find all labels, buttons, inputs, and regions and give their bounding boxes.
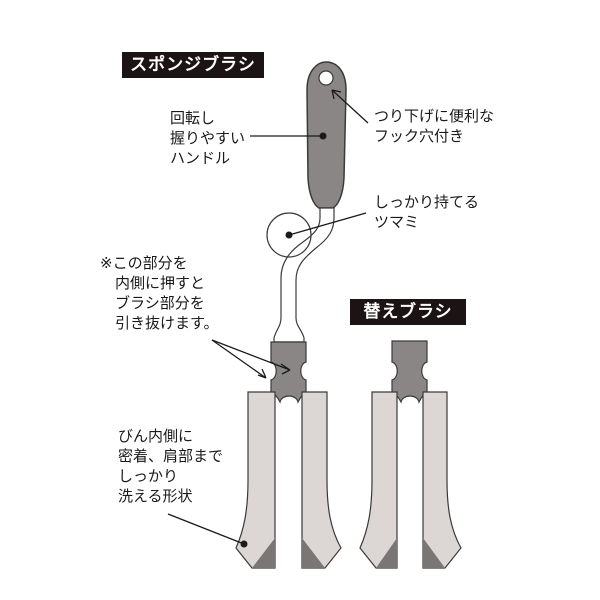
note-rotating-handle: 回転し 握りやすい ハンドル — [170, 109, 246, 167]
grip-knob — [266, 212, 312, 258]
note-hook-hole: つり下げに便利な フック穴付き — [374, 107, 495, 145]
replacement-brush — [359, 340, 462, 569]
connector-attached — [270, 341, 307, 404]
leader-dots — [240, 132, 327, 548]
handle — [306, 61, 347, 209]
hook-hole-icon — [318, 70, 334, 86]
title-replacement-brush: 替えブラシ — [350, 299, 466, 325]
shaft — [266, 207, 335, 343]
title-sponge-brush: スポンジブラシ — [122, 52, 264, 78]
leader-lines — [167, 89, 369, 545]
note-bottle-shape: びん内側に 密着、肩部まで しっかり 洗える形状 — [118, 427, 224, 505]
note-grip-knob: しっかり持てる ツマミ — [374, 193, 480, 231]
note-release: ※この部分を 内側に押すと ブラシ部分を 引き抜けます。 — [100, 254, 219, 332]
sponge-main — [235, 391, 342, 569]
